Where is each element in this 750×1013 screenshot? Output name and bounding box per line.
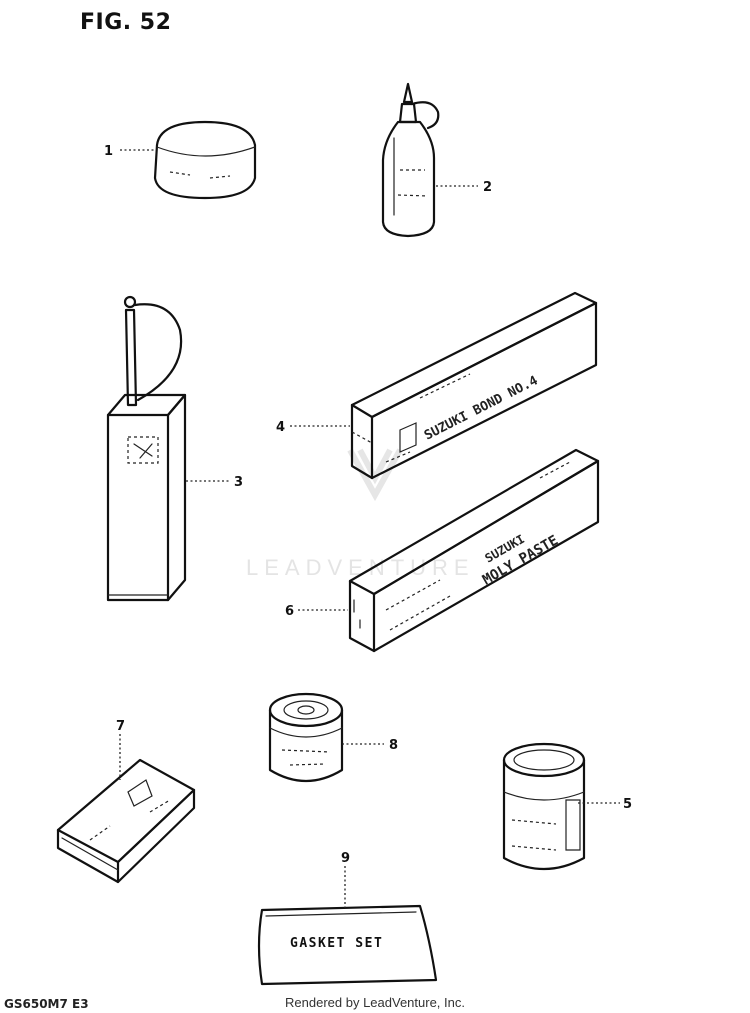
part-8-small-can [268,692,344,782]
gasket-set-label: GASKET SET [290,936,383,951]
callout-1: 1 [104,144,113,159]
figure-title: FIG. 52 [80,10,172,35]
callout-5: 5 [623,797,632,812]
callout-8: 8 [389,738,398,753]
watermark: LEADVENTURE [246,448,469,580]
part-3-oil-can [106,295,187,602]
part-7-case [56,758,196,884]
part-2-oil-bottle [381,82,440,238]
callout-3: 3 [234,475,243,490]
part-5-tall-can [502,742,586,871]
model-code: GS650M7 E3 [4,997,89,1011]
part-1-grease-cap [153,120,257,200]
callout-4: 4 [276,420,285,435]
callout-6: 6 [285,604,294,619]
bond-box-label: SUZUKI BOND NO.4 [422,373,541,443]
callout-9: 9 [341,851,350,866]
callout-7: 7 [116,719,125,734]
part-6-moly-paste-box: SUZUKI MOLY PASTE [348,448,600,653]
callout-2: 2 [483,180,492,195]
leader-lines [119,149,620,908]
part-9-gasket-set: GASKET SET [257,904,438,986]
footer-credit: Rendered by LeadVenture, Inc. [285,995,465,1010]
